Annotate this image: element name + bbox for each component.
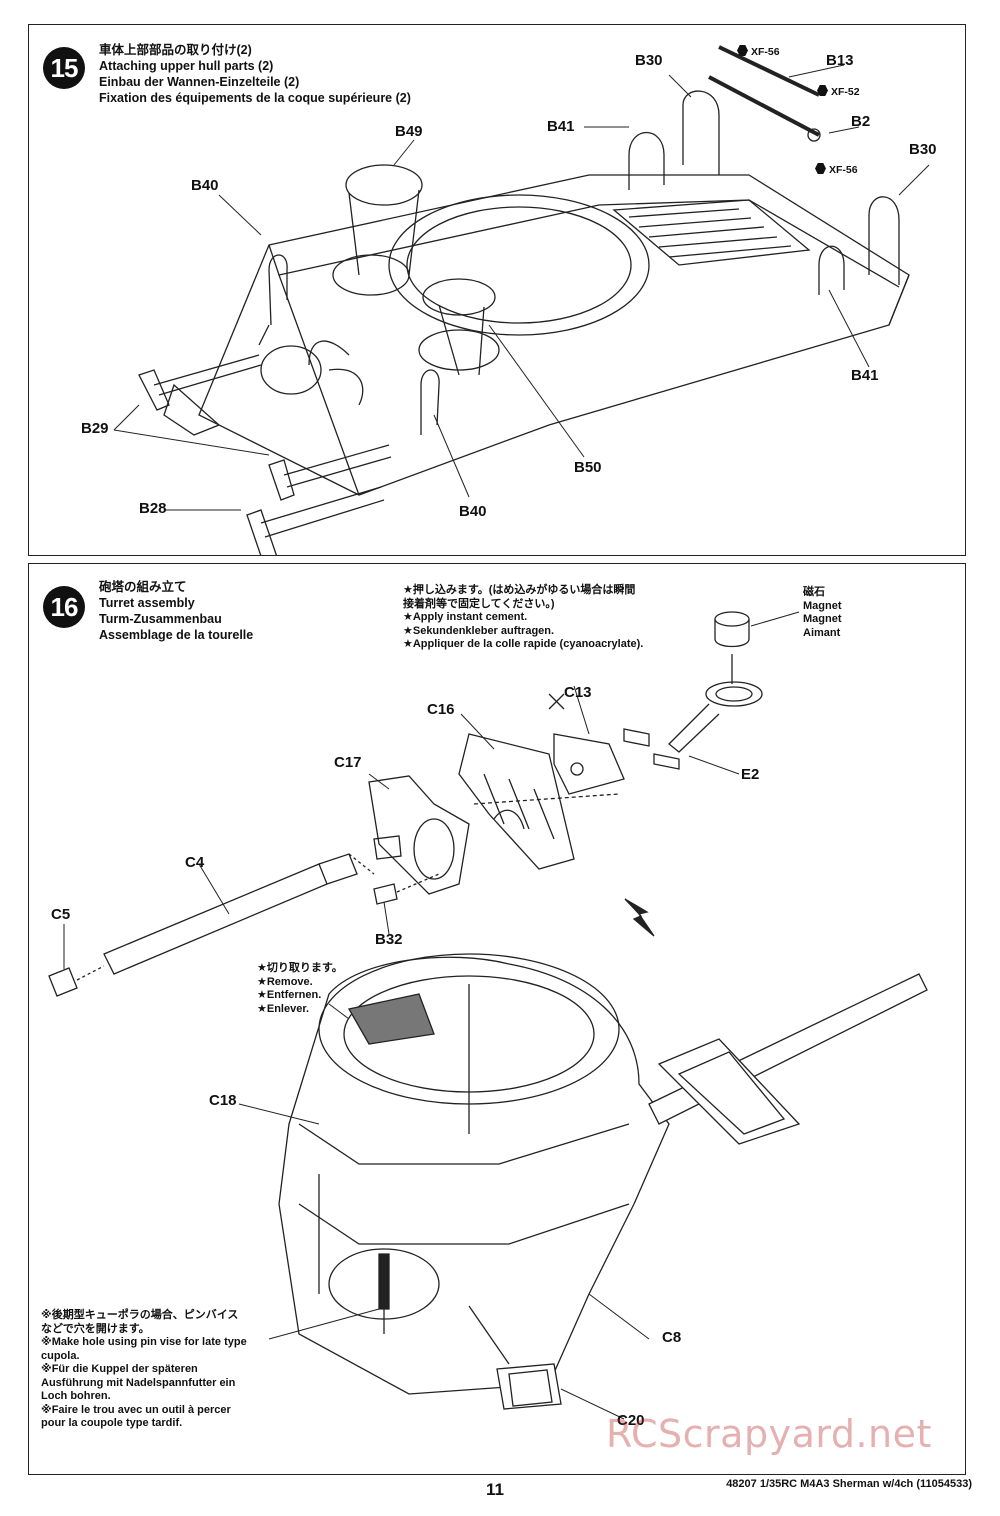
paint-label-xf56-top: XF-56 (737, 45, 780, 58)
note-line: Magnet (803, 613, 842, 625)
part-label-b49: B49 (395, 123, 423, 140)
step-title-de: Einbau der Wannen-Einzelteile (2) (99, 75, 300, 89)
part-label-b28: B28 (139, 500, 167, 517)
part-label-b41-top: B41 (547, 118, 575, 135)
part-label-b29: B29 (81, 420, 109, 437)
note-line: ※Make hole using pin vise for late type (41, 1336, 247, 1348)
paint-label-xf52: XF-52 (817, 85, 860, 98)
step-title: 砲塔の組み立て Turret assembly Turm-Zusammenbau… (99, 579, 253, 643)
step-15-panel: 15 車体上部部品の取り付け(2) Attaching upper hull p… (28, 24, 966, 556)
note-line: Aimant (803, 626, 841, 639)
note-line: ★Entfernen. (257, 989, 322, 1001)
paint-code: XF-56 (829, 164, 858, 176)
hull-assembly-drawing (113, 45, 930, 555)
paint-code: XF-52 (831, 86, 860, 98)
step-title-fr: Assemblage de la tourelle (99, 628, 254, 642)
paint-hex-icon (737, 45, 748, 56)
turret-assembly-drawing (48, 611, 928, 1420)
note-line: ※Faire le trou avec un outil à percer (41, 1403, 231, 1416)
note-line: ★切り取ります。 (257, 962, 343, 974)
step-title-fr: Fixation des équipements de la coque sup… (99, 91, 411, 105)
note-line: 接着剤等で固定してください。) (403, 597, 555, 610)
paint-label-xf56-mid: XF-56 (815, 163, 858, 176)
part-label-c20: C20 (617, 1412, 645, 1429)
step-title-jp: 砲塔の組み立て (99, 580, 187, 594)
part-label-c17: C17 (334, 754, 362, 771)
step-title: 車体上部部品の取り付け(2) Attaching upper hull part… (99, 42, 411, 106)
part-label-c5: C5 (51, 906, 71, 923)
part-label-b32: B32 (375, 931, 403, 948)
note-line: ★Apply instant cement. (403, 611, 528, 623)
step-title-en: Attaching upper hull parts (2) (99, 59, 274, 73)
part-label-b40-bottom: B40 (459, 503, 487, 520)
pin-vise-note: ※後期型キューポラの場合、ピンバイス などで穴を開けます。 ※Make hole… (41, 1309, 247, 1431)
step-title-en: Turret assembly (99, 596, 195, 610)
part-label-b41-bottom: B41 (851, 367, 879, 384)
note-line: などで穴を開けます。 (41, 1322, 150, 1335)
part-label-b30-right: B30 (909, 141, 937, 158)
note-line: ★押し込みます。(はめ込みがゆるい場合は瞬間 (403, 584, 636, 596)
note-line: ※Für die Kuppel der späteren (41, 1363, 198, 1375)
magnet-label: 磁石 Magnet Magnet Aimant (803, 586, 842, 640)
part-label-b13: B13 (826, 52, 854, 69)
cement-note: ★押し込みます。(はめ込みがゆるい場合は瞬間 接着剤等で固定してください。) ★… (403, 584, 643, 652)
step-title-jp: 車体上部部品の取り付け(2) (99, 43, 252, 57)
note-line: Ausführung mit Nadelspannfutter ein (41, 1376, 236, 1389)
part-label-c16: C16 (427, 701, 455, 718)
paint-hex-icon (815, 163, 826, 174)
note-line: cupola. (41, 1349, 80, 1362)
step-number-badge: 16 (43, 586, 85, 628)
part-label-c8: C8 (662, 1329, 682, 1346)
watermark: RCScrapyard.net (606, 1412, 932, 1456)
paint-hex-icon (817, 85, 828, 96)
part-label-b50: B50 (574, 459, 602, 476)
note-line: ★Appliquer de la colle rapide (cyanoacry… (403, 638, 644, 650)
product-code: 48207 1/35RC M4A3 Sherman w/4ch (1105453… (726, 1478, 972, 1490)
part-label-c18: C18 (209, 1092, 237, 1109)
part-label-c13: C13 (564, 684, 592, 701)
part-label-b40-left: B40 (191, 177, 219, 194)
note-line: pour la coupole type tardif. (41, 1417, 183, 1429)
note-line: 磁石 (803, 586, 825, 598)
note-line: Magnet (803, 599, 842, 612)
step-16-panel: 16 砲塔の組み立て Turret assembly Turm-Zusammen… (28, 563, 966, 1475)
note-line: ★Sekundenkleber auftragen. (403, 624, 555, 637)
part-label-b30-left: B30 (635, 52, 663, 69)
step-number-badge: 15 (43, 47, 85, 89)
part-label-b2: B2 (851, 113, 871, 130)
note-line: Loch bohren. (41, 1390, 111, 1402)
page-number: 11 (486, 1480, 504, 1499)
part-label-e2: E2 (741, 766, 760, 783)
part-label-c4: C4 (185, 854, 205, 871)
paint-code: XF-56 (751, 46, 780, 58)
remove-note: ★切り取ります。 ★Remove. ★Entfernen. ★Enlever. (257, 962, 343, 1016)
note-line: ※後期型キューポラの場合、ピンバイス (41, 1309, 239, 1321)
note-line: ★Enlever. (257, 1002, 310, 1015)
step-title-de: Turm-Zusammenbau (99, 612, 222, 626)
note-line: ★Remove. (257, 975, 313, 988)
